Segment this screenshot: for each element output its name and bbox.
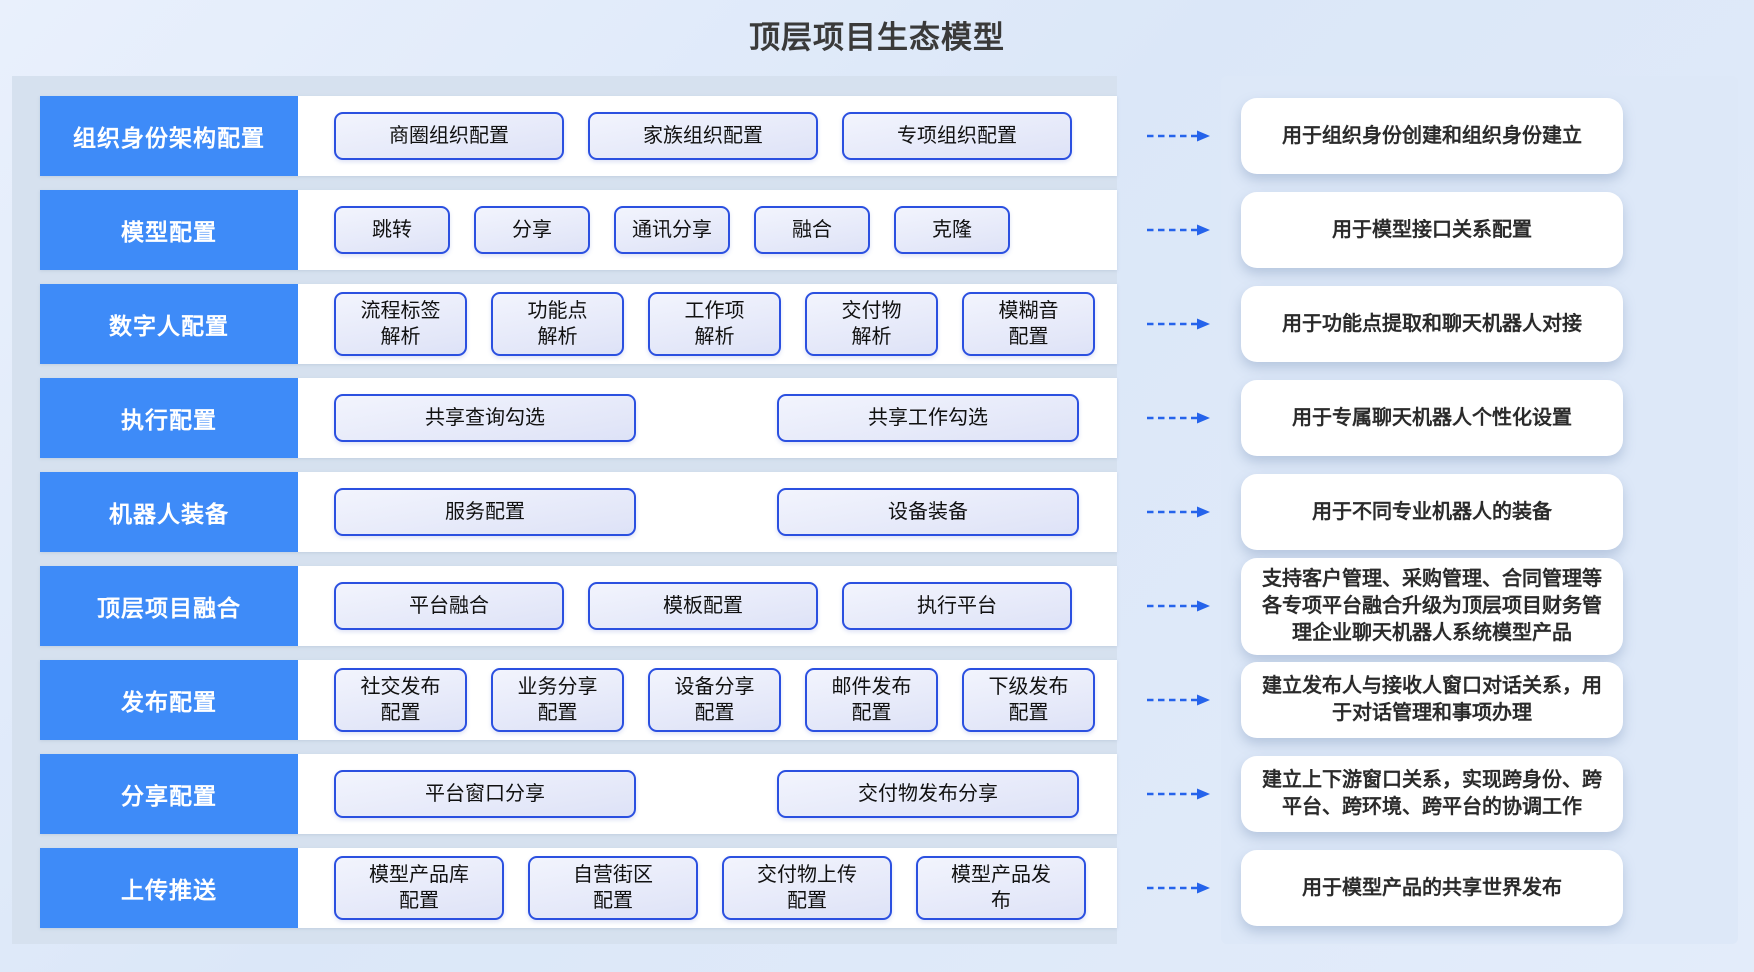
description-slot: 支持客户管理、采购管理、合同管理等 各专项平台融合升级为顶层项目财务管 理企业聊…	[1241, 557, 1738, 655]
row-category-label: 分享配置	[40, 754, 298, 834]
description-box: 建立发布人与接收人窗口对话关系，用 于对话管理和事项办理	[1241, 662, 1623, 738]
description-box: 建立上下游窗口关系，实现跨身份、跨 平台、跨环境、跨平台的协调工作	[1241, 756, 1623, 832]
description-slot: 用于功能点提取和聊天机器人对接	[1241, 284, 1738, 364]
config-row: 组织身份架构配置商圈组织配置家族组织配置专项组织配置	[40, 96, 1117, 176]
config-box: 克隆	[894, 206, 1010, 254]
row-boxes: 平台窗口分享 交付物发布分享	[298, 754, 1117, 834]
config-row: 数字人配置流程标签 解析功能点 解析工作项 解析交付物 解析模糊音 配置	[40, 284, 1117, 364]
description-box: 用于不同专业机器人的装备	[1241, 474, 1623, 550]
row-boxes: 模型产品库 配置自营街区 配置交付物上传 配置模型产品发 布	[298, 848, 1124, 928]
row-boxes: 流程标签 解析功能点 解析工作项 解析交付物 解析模糊音 配置	[298, 284, 1133, 364]
row-boxes: 平台融合模板配置执行平台	[298, 566, 1117, 646]
row-category-label: 执行配置	[40, 378, 298, 458]
description-box: 用于专属聊天机器人个性化设置	[1241, 380, 1623, 456]
config-row: 发布配置社交发布 配置业务分享 配置设备分享 配置邮件发布 配置下级发布 配置	[40, 660, 1117, 740]
right-description-panel: 用于组织身份创建和组织身份建立用于模型接口关系配置用于功能点提取和聊天机器人对接…	[1221, 76, 1738, 944]
config-box: 模型产品库 配置	[334, 856, 504, 920]
config-box: 共享查询勾选	[334, 394, 636, 442]
config-row: 顶层项目融合平台融合模板配置执行平台	[40, 566, 1117, 646]
config-box: 通讯分享	[614, 206, 730, 254]
config-box: 商圈组织配置	[334, 112, 564, 160]
config-box: 邮件发布 配置	[805, 668, 938, 732]
config-box: 平台融合	[334, 582, 564, 630]
row-category-label: 数字人配置	[40, 284, 298, 364]
description-box: 用于功能点提取和聊天机器人对接	[1241, 286, 1623, 362]
config-box: 执行平台	[842, 582, 1072, 630]
dashed-arrow-right-icon	[1146, 223, 1212, 237]
row-category-label: 组织身份架构配置	[40, 96, 298, 176]
config-box: 平台窗口分享	[334, 770, 636, 818]
config-box: 功能点 解析	[491, 292, 624, 356]
description-box: 用于组织身份创建和组织身份建立	[1241, 98, 1623, 174]
row-boxes: 社交发布 配置业务分享 配置设备分享 配置邮件发布 配置下级发布 配置	[298, 660, 1133, 740]
config-box: 自营街区 配置	[528, 856, 698, 920]
description-slot: 用于组织身份创建和组织身份建立	[1241, 96, 1738, 176]
dashed-arrow-right-icon	[1146, 693, 1212, 707]
description-slot: 建立发布人与接收人窗口对话关系，用 于对话管理和事项办理	[1241, 660, 1738, 740]
dashed-arrow-right-icon	[1146, 599, 1212, 613]
config-row: 机器人装备服务配置 设备装备	[40, 472, 1117, 552]
row-category-label: 模型配置	[40, 190, 298, 270]
config-row: 分享配置平台窗口分享 交付物发布分享	[40, 754, 1117, 834]
dashed-arrow-right-icon	[1146, 317, 1212, 331]
description-slot: 用于模型接口关系配置	[1241, 190, 1738, 270]
description-box: 用于模型接口关系配置	[1241, 192, 1623, 268]
config-box: 交付物上传 配置	[722, 856, 892, 920]
dashed-arrow-right-icon	[1146, 787, 1212, 801]
row-boxes: 服务配置 设备装备	[298, 472, 1117, 552]
config-box: 服务配置	[334, 488, 636, 536]
config-box: 设备分享 配置	[648, 668, 781, 732]
description-slot: 建立上下游窗口关系，实现跨身份、跨 平台、跨环境、跨平台的协调工作	[1241, 754, 1738, 834]
description-slot: 用于模型产品的共享世界发布	[1241, 848, 1738, 928]
config-rows-container: 组织身份架构配置商圈组织配置家族组织配置专项组织配置模型配置跳转分享通讯分享融合…	[12, 76, 1117, 928]
row-boxes: 共享查询勾选 共享工作勾选	[298, 378, 1117, 458]
config-row: 模型配置跳转分享通讯分享融合克隆	[40, 190, 1117, 270]
description-slot: 用于不同专业机器人的装备	[1241, 472, 1738, 552]
config-box: 流程标签 解析	[334, 292, 467, 356]
config-box: 模型产品发 布	[916, 856, 1086, 920]
config-row: 上传推送模型产品库 配置自营街区 配置交付物上传 配置模型产品发 布	[40, 848, 1117, 928]
row-category-label: 机器人装备	[40, 472, 298, 552]
config-box: 设备装备	[777, 488, 1079, 536]
dashed-arrow-right-icon	[1146, 411, 1212, 425]
left-config-panel: 组织身份架构配置商圈组织配置家族组织配置专项组织配置模型配置跳转分享通讯分享融合…	[12, 76, 1117, 944]
config-box: 业务分享 配置	[491, 668, 624, 732]
config-box: 模糊音 配置	[962, 292, 1095, 356]
description-box: 支持客户管理、采购管理、合同管理等 各专项平台融合升级为顶层项目财务管 理企业聊…	[1241, 557, 1623, 655]
row-category-label: 发布配置	[40, 660, 298, 740]
page-title: 顶层项目生态模型	[749, 20, 1005, 55]
config-box: 共享工作勾选	[777, 394, 1079, 442]
config-box: 家族组织配置	[588, 112, 818, 160]
dashed-arrow-right-icon	[1146, 881, 1212, 895]
config-box: 交付物 解析	[805, 292, 938, 356]
row-boxes: 商圈组织配置家族组织配置专项组织配置	[298, 96, 1117, 176]
config-box: 专项组织配置	[842, 112, 1072, 160]
dashed-arrow-right-icon	[1146, 505, 1212, 519]
row-category-label: 顶层项目融合	[40, 566, 298, 646]
description-slot: 用于专属聊天机器人个性化设置	[1241, 378, 1738, 458]
description-box: 用于模型产品的共享世界发布	[1241, 850, 1623, 926]
row-category-label: 上传推送	[40, 848, 298, 928]
config-box: 模板配置	[588, 582, 818, 630]
dashed-arrow-right-icon	[1146, 129, 1212, 143]
config-box: 下级发布 配置	[962, 668, 1095, 732]
config-box: 跳转	[334, 206, 450, 254]
row-boxes: 跳转分享通讯分享融合克隆	[298, 190, 1117, 270]
config-row: 执行配置共享查询勾选 共享工作勾选	[40, 378, 1117, 458]
config-box: 交付物发布分享	[777, 770, 1079, 818]
config-box: 工作项 解析	[648, 292, 781, 356]
config-box: 社交发布 配置	[334, 668, 467, 732]
config-box: 分享	[474, 206, 590, 254]
config-box: 融合	[754, 206, 870, 254]
